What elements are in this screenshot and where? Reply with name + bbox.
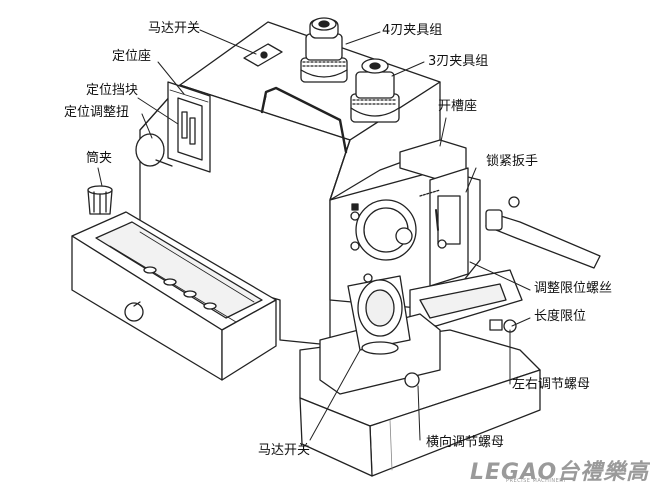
label-slot-seat: 开槽座: [438, 99, 478, 114]
slot-seat: [399, 139, 469, 287]
lock-wrench: [485, 196, 601, 269]
label-tool-holder-4: 4刃夹具组: [382, 23, 443, 38]
drawer: [71, 211, 277, 381]
carry-handle: [260, 86, 348, 154]
label-motor-switch-bottom: 马达开关: [258, 443, 311, 458]
label-tool-holder-3: 3刃夹具组: [428, 54, 489, 69]
label-length-limit: 长度限位: [534, 309, 587, 324]
label-collet: 筒夹: [86, 151, 113, 166]
collet: [87, 185, 113, 215]
motor-switch-top: [243, 43, 283, 67]
brand-logo-text: LEGAO台禮樂高: [470, 460, 650, 485]
tool-holder-4: [300, 17, 348, 83]
lower-wheel: [319, 275, 441, 395]
leader-lines: [97, 29, 531, 441]
brand-logo: LEGAO台禮樂高 PRECISE MACHINERY: [470, 452, 650, 486]
label-lock-wrench: 锁紧扳手: [486, 154, 539, 169]
label-transverse-adjust-nut: 横向调节螺母: [426, 435, 505, 450]
positioning-seat: [167, 81, 211, 173]
label-lr-adjust-nut: 左右调节螺母: [512, 377, 591, 392]
label-adjust-limit-screw: 调整限位螺丝: [534, 281, 613, 296]
brand-logo-tagline: PRECISE MACHINERY: [506, 478, 567, 484]
positioning-knob: [135, 133, 173, 167]
tool-holder-3: [350, 58, 400, 123]
label-motor-switch-top: 马达开关: [148, 21, 201, 36]
label-positioning-knob: 定位调整扭: [64, 105, 130, 120]
label-positioning-seat: 定位座: [112, 49, 152, 64]
label-positioning-stop: 定位挡块: [86, 83, 139, 98]
